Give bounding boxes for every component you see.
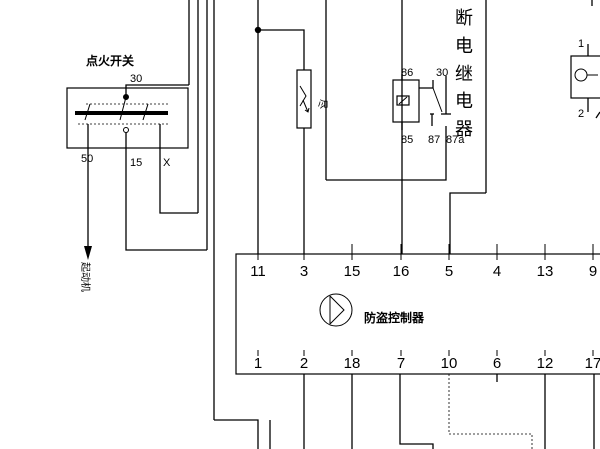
relay-terminal-86: 86 xyxy=(401,67,413,79)
ignition-terminal-30: 30 xyxy=(130,73,142,85)
controller-box xyxy=(235,253,600,375)
controller-pin-label: 7 xyxy=(397,355,405,372)
relay-coil xyxy=(396,95,410,106)
wire-dashed xyxy=(448,374,533,449)
controller-pin-label: 12 xyxy=(537,355,554,372)
wire xyxy=(125,84,189,97)
wire xyxy=(326,126,447,181)
controller-pin-label: 15 xyxy=(344,263,361,280)
wire xyxy=(214,419,259,449)
controller-pin-label: 5 xyxy=(445,263,453,280)
switch-contact xyxy=(123,127,129,133)
switch-contact xyxy=(84,103,91,121)
controller-pin-label: 2 xyxy=(300,355,308,372)
ignition-terminal-15: 15 xyxy=(130,157,142,169)
ignition-terminal-x: X xyxy=(163,157,171,169)
switch-contact xyxy=(119,96,127,121)
ignition-terminal-50: 50 xyxy=(81,153,93,165)
right-component-pin: 1 xyxy=(578,38,584,50)
right-component-coil xyxy=(574,68,588,82)
controller-pin-label: 1 xyxy=(254,355,262,372)
switch-contact xyxy=(142,103,149,121)
controller-pin-label: 13 xyxy=(537,263,554,280)
starter-label: 起动机 xyxy=(79,262,92,292)
controller-pin-label: 18 xyxy=(344,355,361,372)
relay-label-char: 继 xyxy=(455,64,473,85)
wire xyxy=(159,148,198,214)
controller-pin-label: 11 xyxy=(250,263,266,280)
controller-pin-label: 3 xyxy=(300,263,308,280)
controller-pin-label: 16 xyxy=(393,263,410,280)
relay-coil-box xyxy=(392,79,420,123)
diode-symbol xyxy=(299,85,307,107)
wire xyxy=(258,29,305,70)
wire xyxy=(449,192,486,254)
fuse-label: 尽 xyxy=(316,99,328,109)
controller-pin-label: 17 xyxy=(585,355,600,372)
wire xyxy=(419,80,434,89)
controller-symbol-icon xyxy=(319,293,353,327)
controller-pin-label: 4 xyxy=(493,263,501,280)
ignition-switch-box xyxy=(66,87,189,149)
relay-terminal-30: 30 xyxy=(436,67,448,79)
right-component-box xyxy=(570,55,600,99)
wire xyxy=(595,111,600,119)
fuse-arrow xyxy=(302,99,310,113)
relay-contact xyxy=(432,87,443,113)
controller-symbol-icon xyxy=(329,295,345,325)
right-component-pin: 2 xyxy=(578,108,584,120)
controller-pin-label: 9 xyxy=(589,263,597,280)
relay-label-char: 断 xyxy=(455,8,473,29)
ignition-switch-label: 点火开关 xyxy=(86,53,134,68)
controller-top-pins: 11 3 15 16 5 4 13 9 xyxy=(250,244,597,280)
wire xyxy=(399,374,434,449)
relay-label-char: 电 xyxy=(455,36,473,57)
controller-label: 防盗控制器 xyxy=(364,310,425,325)
wire xyxy=(125,148,207,251)
relay-terminal-87: 87 xyxy=(428,134,440,146)
relay-label-char: 器 xyxy=(455,119,473,140)
relay-label-char: 电 xyxy=(455,91,473,112)
relay-terminal-85: 85 xyxy=(401,134,413,146)
relay-terminal-87a: 87a xyxy=(446,134,465,146)
relay-coil-diag xyxy=(398,96,408,105)
controller-pin-label: 6 xyxy=(493,355,501,372)
arrow-down-icon xyxy=(84,246,92,260)
controller-pin-label: 10 xyxy=(441,355,458,372)
